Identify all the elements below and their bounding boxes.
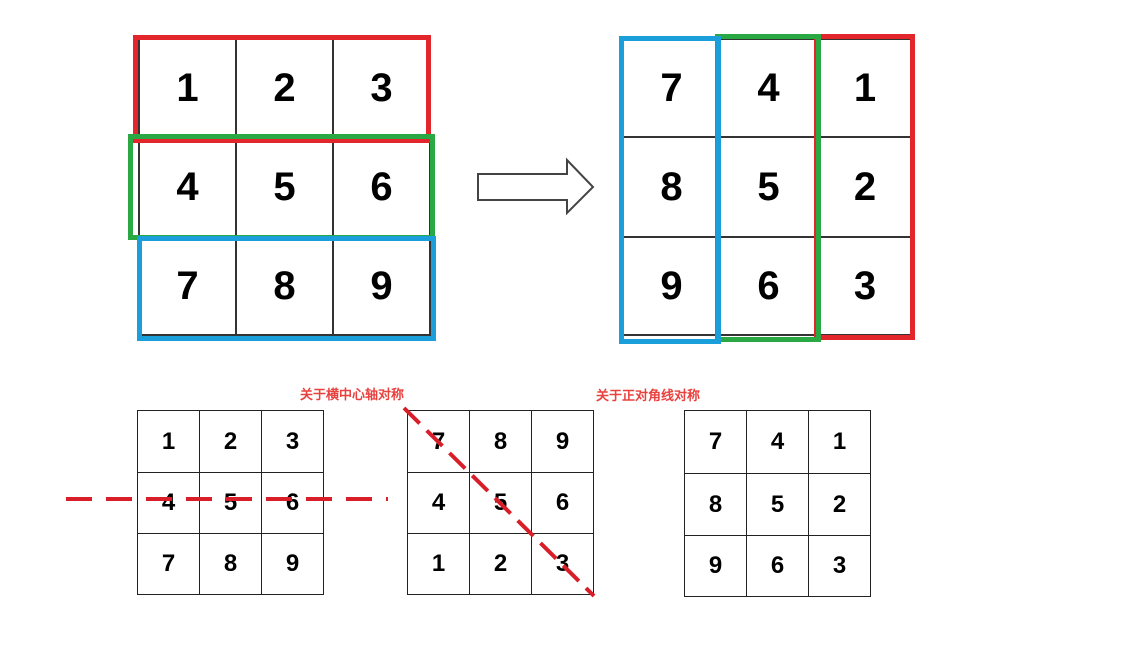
grid-cell: 7: [137, 533, 200, 595]
bottom-grid-flipped: 7 8 9 4 5 6 1 2 3: [407, 410, 594, 595]
blue-row-highlight: [137, 236, 436, 341]
grid-cell: 6: [531, 472, 594, 534]
grid-cell: 2: [199, 410, 262, 473]
bottom-grid-rotated: 7 4 1 8 5 2 9 6 3: [684, 410, 871, 597]
caption-horizontal-axis-symmetry: 关于横中心轴对称: [300, 387, 405, 402]
grid-cell: 9: [261, 533, 324, 595]
grid-cell: 8: [199, 533, 262, 595]
grid-cell: 1: [407, 533, 470, 595]
caption-main-diagonal-symmetry: 关于正对角线对称: [596, 388, 701, 403]
grid-cell: 3: [808, 535, 871, 597]
green-row-highlight: [128, 134, 435, 240]
green-column-highlight: [715, 34, 821, 342]
grid-cell: 2: [808, 473, 871, 536]
grid-cell: 5: [469, 472, 532, 534]
grid-cell: 1: [808, 410, 871, 474]
top-left-grid: 1 2 3 4 5 6 7 8 9: [138, 38, 433, 338]
blue-column-highlight: [619, 36, 721, 344]
grid-cell: 8: [469, 410, 532, 473]
grid-cell: 3: [531, 533, 594, 595]
grid-cell: 3: [261, 410, 324, 473]
grid-cell: 2: [469, 533, 532, 595]
grid-cell: 4: [746, 410, 809, 474]
bottom-grid-original: 1 2 3 4 5 6 7 8 9: [137, 410, 324, 595]
red-column-highlight: [814, 34, 915, 340]
grid-cell: 4: [137, 472, 200, 534]
grid-cell: 5: [746, 473, 809, 536]
grid-cell: 6: [746, 535, 809, 597]
grid-cell: 7: [684, 410, 747, 474]
red-row-highlight: [133, 35, 431, 143]
grid-cell: 6: [261, 472, 324, 534]
grid-cell: 1: [137, 410, 200, 473]
grid-cell: 5: [199, 472, 262, 534]
grid-cell: 9: [531, 410, 594, 473]
grid-cell: 7: [407, 410, 470, 473]
grid-cell: 9: [684, 535, 747, 597]
grid-cell: 8: [684, 473, 747, 536]
grid-cell: 4: [407, 472, 470, 534]
